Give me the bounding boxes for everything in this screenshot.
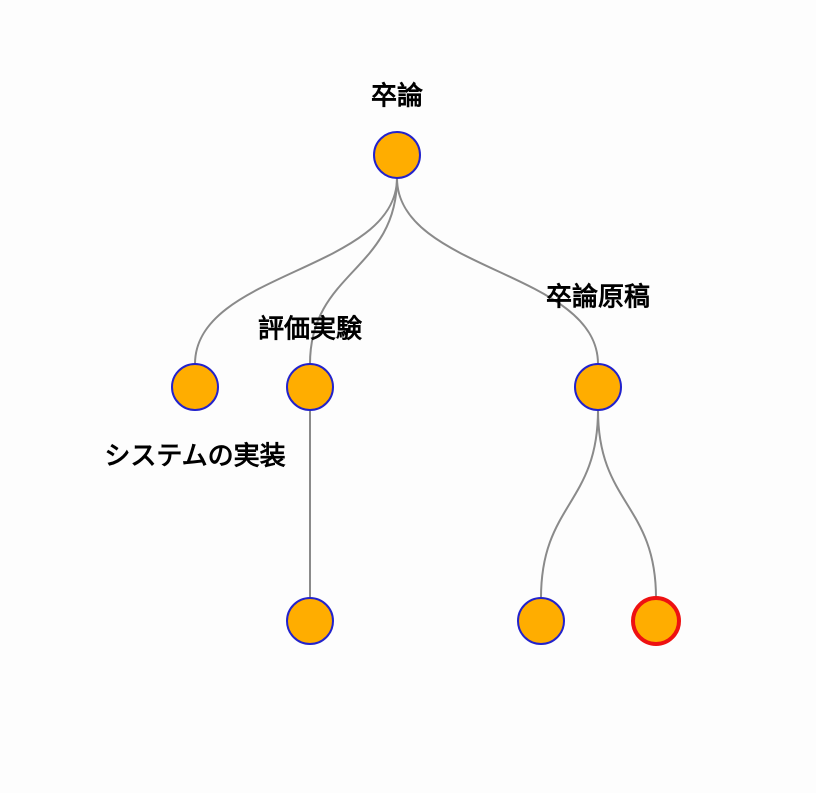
edge-root-to-impl [194, 177, 398, 365]
node-label-draft: 卒論原稿 [546, 282, 650, 313]
node-label-root: 卒論 [371, 81, 424, 112]
node-circle[interactable] [517, 597, 565, 645]
node-circle[interactable] [373, 131, 421, 179]
edge-root-to-eval [309, 177, 398, 365]
node-label-eval: 評価実験 [258, 314, 363, 345]
edge-root-to-draft [396, 177, 599, 365]
edge-draft-to-draft-child-1 [540, 409, 599, 599]
node-circle[interactable] [171, 363, 219, 411]
tree-node-eval[interactable]: 評価実験 [258, 314, 363, 411]
tree-node-draft-child-1[interactable] [517, 597, 565, 645]
node-circle[interactable] [574, 363, 622, 411]
selected-node-circle[interactable] [631, 596, 681, 646]
edge-draft-to-draft-child-2 [597, 409, 657, 599]
node-label-impl: システムの実装 [104, 441, 285, 472]
tree-node-draft-child-2[interactable] [631, 596, 681, 646]
tree-node-root[interactable]: 卒論 [371, 81, 424, 179]
node-circle[interactable] [286, 597, 334, 645]
tree-node-eval-child[interactable] [286, 597, 334, 645]
node-circle[interactable] [286, 363, 334, 411]
tree-node-draft[interactable]: 卒論原稿 [546, 282, 650, 411]
edges-layer [194, 177, 657, 599]
tree-node-impl[interactable]: システムの実装 [104, 363, 286, 472]
